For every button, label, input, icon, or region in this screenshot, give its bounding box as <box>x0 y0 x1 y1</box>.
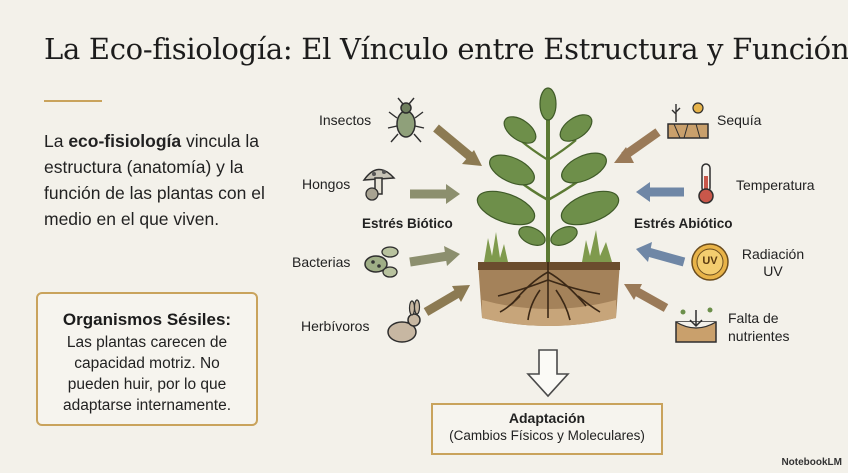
adaptation-box: Adaptación (Cambios Físicos y Moleculare… <box>431 403 663 455</box>
adaptation-subtitle: (Cambios Físicos y Moleculares) <box>433 428 661 443</box>
arrow-temperatura-head <box>636 182 650 202</box>
label-radiacion-uv: Radiación UV <box>738 246 808 280</box>
arrow-herbivoros <box>426 292 460 312</box>
label-temperatura: Temperatura <box>736 177 815 193</box>
brand-watermark: NotebookLM <box>781 457 842 468</box>
heading-biotic: Estrés Biótico <box>362 216 453 231</box>
bacteria-icon <box>365 247 398 277</box>
arrow-sequia <box>624 132 658 156</box>
label-bacterias: Bacterias <box>292 254 350 270</box>
arrow-nutrientes <box>634 290 666 308</box>
arrow-bacterias <box>410 256 448 262</box>
arrow-hongos-head <box>446 184 460 204</box>
nutrients-icon <box>676 308 716 343</box>
adaptation-title: Adaptación <box>433 410 661 426</box>
label-insectos: Insectos <box>319 112 371 128</box>
arrow-bacterias-head <box>444 246 460 266</box>
beetle-icon <box>388 98 424 142</box>
label-herbivoros: Herbívoros <box>301 318 369 334</box>
label-sequia: Sequía <box>717 112 761 128</box>
drought-icon <box>668 103 708 138</box>
heading-abiotic: Estrés Abiótico <box>634 216 733 231</box>
down-arrow <box>528 350 568 396</box>
label-hongos: Hongos <box>302 176 350 192</box>
arrow-radiacion <box>648 252 684 262</box>
plant-illustration <box>473 88 623 326</box>
uv-badge: UV <box>699 255 721 267</box>
arrow-insectos <box>436 128 472 158</box>
mushroom-icon <box>364 169 394 200</box>
arrow-radiacion-head <box>636 242 652 262</box>
rabbit-icon <box>388 300 420 342</box>
label-falta-nutrientes: Falta de nutrientes <box>728 309 808 345</box>
thermometer-icon <box>699 164 713 203</box>
